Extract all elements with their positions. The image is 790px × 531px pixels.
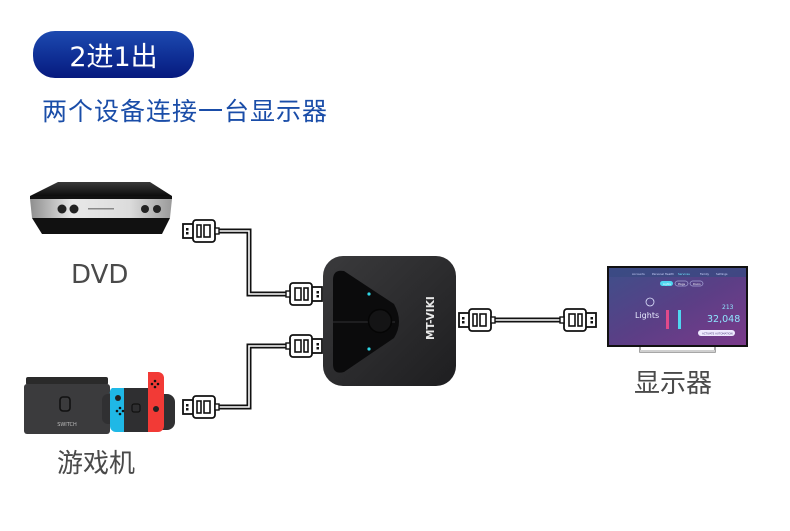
dvd-label: DVD (71, 260, 128, 290)
mode-badge-text: 2进1出 (69, 42, 158, 73)
screen-tab: Personal Health (652, 272, 674, 276)
console-brand-text: SWITCH (57, 422, 77, 428)
screen-tab: Services (678, 272, 690, 276)
hdmi-plug-icon (285, 282, 323, 306)
screen-tab: Family (700, 272, 709, 276)
hdmi-cable-console (182, 334, 323, 419)
monitor-image: Accounts Personal Health Services Family… (607, 266, 748, 353)
screen-stat-large: 32,048 (707, 314, 740, 325)
screen-stat-small: 213 (722, 304, 734, 311)
screen-pill: Plugs (678, 282, 686, 286)
hdmi-plug-icon (458, 308, 496, 332)
screen-heading: Lights (635, 311, 659, 320)
subtitle: 两个设备连接一台显示器 (42, 97, 329, 126)
screen-tab: Settings (716, 272, 728, 276)
screen-button: ACTIVATE AUTOMATION (702, 332, 733, 336)
hdmi-plug-icon (182, 395, 220, 419)
switcher-brand: MT-VIKI (425, 296, 437, 340)
hdmi-plug-icon (182, 219, 220, 243)
hdmi-plug-icon (559, 308, 597, 332)
screen-pill: Lights (663, 282, 671, 286)
hdmi-plug-icon (285, 334, 323, 358)
hdmi-cable-monitor (458, 308, 597, 332)
hdmi-cable-dvd (182, 219, 323, 306)
game-console-image: SWITCH (24, 372, 175, 434)
screen-pill: Doors (693, 282, 701, 286)
monitor-label: 显示器 (634, 369, 712, 399)
dvd-player-image (30, 182, 172, 234)
screen-tab: Accounts (632, 272, 645, 276)
mode-badge: 2进1出 (33, 31, 194, 78)
game-console-label: 游戏机 (57, 449, 135, 479)
hdmi-switcher-image: MT-VIKI (323, 256, 456, 386)
